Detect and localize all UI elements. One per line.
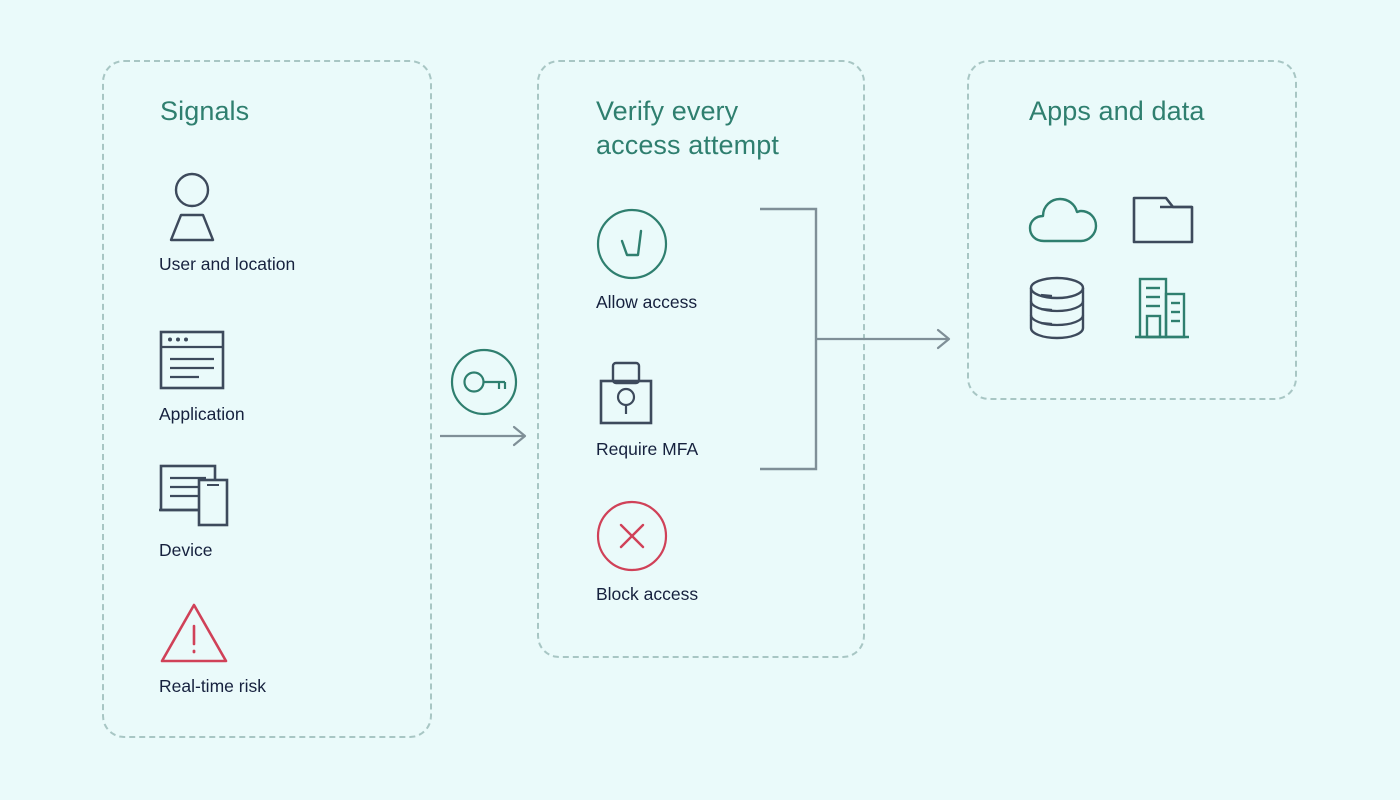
signal-label: Device <box>159 540 213 560</box>
application-window-icon <box>159 320 245 392</box>
signal-label: Application <box>159 404 245 424</box>
panel-verify-access <box>537 60 865 658</box>
decision-label: Allow access <box>596 292 698 312</box>
panel-signals-title: Signals <box>160 96 250 126</box>
signal-item-device: Device <box>159 456 233 562</box>
device-monitor-phone-icon <box>159 456 233 528</box>
key-circle-icon <box>450 348 518 416</box>
decision-item-require-mfa: Require MFA <box>596 355 698 461</box>
check-circle-icon <box>596 208 697 280</box>
bracket-arrow-verify-to-apps <box>758 205 960 473</box>
panel-verify-title: Verify every access attempt <box>596 96 779 161</box>
user-location-icon <box>159 170 295 242</box>
x-circle-icon <box>596 500 698 572</box>
decision-item-block-access: Block access <box>596 500 698 606</box>
panel-apps-title: Apps and data <box>1029 96 1205 126</box>
arrow-signals-to-verify <box>440 424 536 448</box>
database-icon <box>1028 275 1086 341</box>
panel-apps-and-data <box>967 60 1297 400</box>
padlock-icon <box>596 355 698 427</box>
building-icon <box>1132 276 1192 340</box>
signal-label: Real-time risk <box>159 676 266 696</box>
signal-label: User and location <box>159 254 296 274</box>
warning-triangle-icon <box>159 592 266 664</box>
signal-item-application: Application <box>159 320 245 426</box>
folder-icon <box>1132 195 1194 245</box>
decision-item-allow-access: Allow access <box>596 208 697 314</box>
signal-item-real-time-risk: Real-time risk <box>159 592 266 698</box>
decision-label: Block access <box>596 584 699 604</box>
panel-signals <box>102 60 432 738</box>
signal-item-user-and-location: User and location <box>159 170 295 276</box>
cloud-icon <box>1028 195 1098 245</box>
decision-label: Require MFA <box>596 439 699 459</box>
apps-icon-grid <box>1028 176 1228 352</box>
